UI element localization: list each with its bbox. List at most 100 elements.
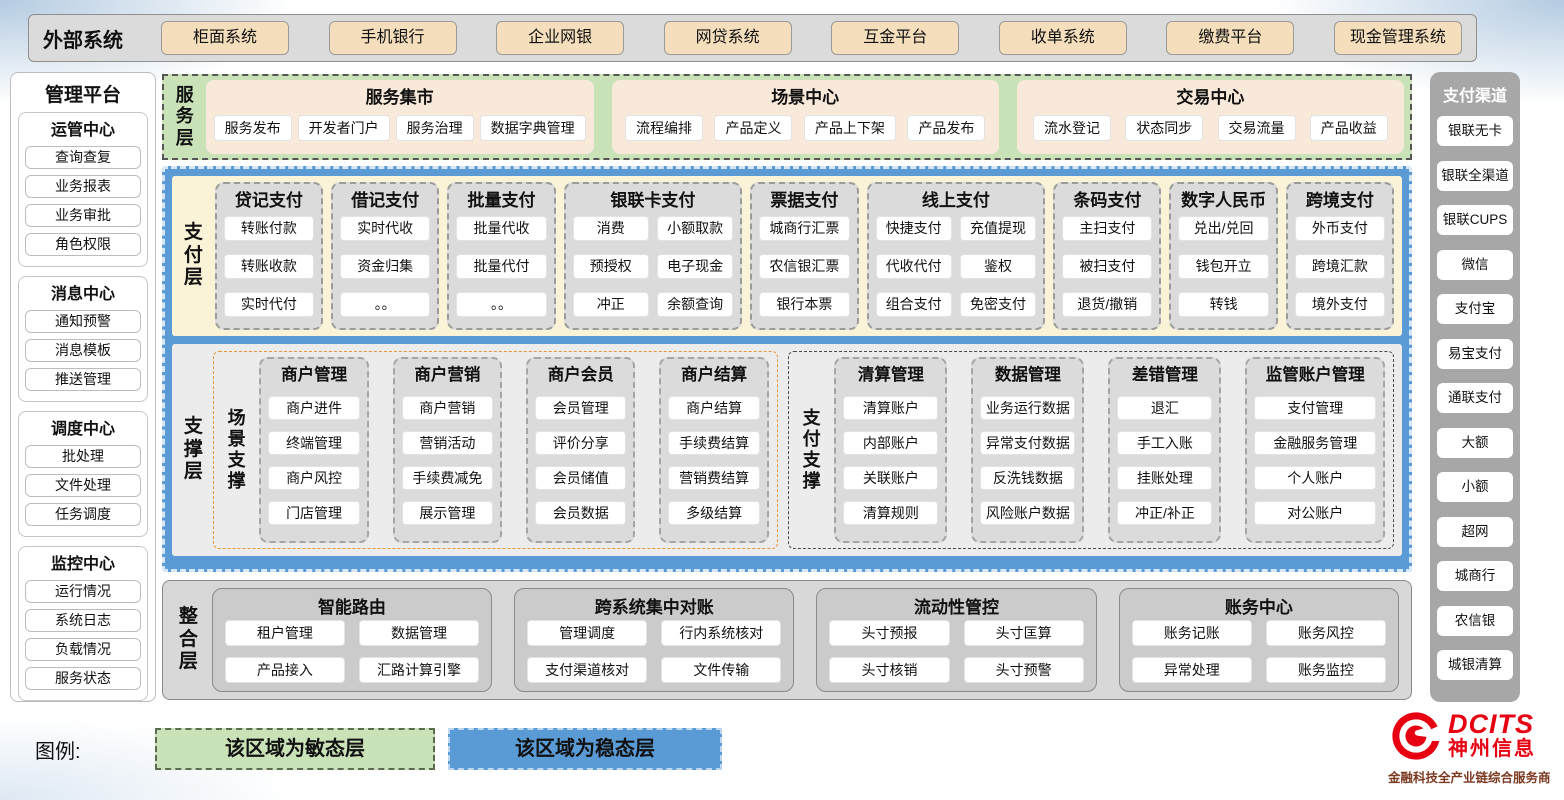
mp-item-node: 通知预警 — [25, 310, 141, 333]
dcits-company-name: 神州信息 — [1448, 738, 1536, 760]
payment-group: 借记支付实时代收资金归集。。 — [331, 182, 440, 330]
payment-group-items: 消费小额取款预授权电子现金冲正余额查询 — [572, 211, 734, 322]
support-layer-label: 支撑层 — [183, 416, 203, 483]
support-item-node: 多级结算 — [668, 501, 760, 525]
support-item-node: 门店管理 — [268, 501, 360, 525]
integration-item-node: 异常处理 — [1131, 656, 1252, 683]
integration-group-items: 管理调度行内系统核对支付渠道核对文件传输 — [527, 620, 782, 683]
support-group: 监管账户管理支付管理金融服务管理个人账户对公账户 — [1245, 357, 1385, 543]
integration-item-node: 头寸核销 — [829, 656, 950, 683]
mp-item-node: 角色权限 — [25, 233, 141, 256]
payment-layer: 支付层 贷记支付转账付款转账收款实时代付借记支付实时代收资金归集。。批量支付批量… — [172, 176, 1402, 336]
integration-group: 账务中心账务记账账务风控异常处理账务监控 — [1118, 588, 1399, 692]
payment-channel-node: 通联支付 — [1437, 383, 1513, 413]
mp-group-title: 调度中心 — [50, 421, 115, 438]
support-group: 数据管理业务运行数据异常支付数据反洗钱数据风险账户数据 — [971, 357, 1085, 543]
payment-item-node: 跨境汇款 — [1294, 254, 1385, 279]
support-item-node: 挂账处理 — [1117, 466, 1213, 490]
payment-channel-node: 银联全渠道 — [1437, 160, 1513, 191]
service-item-node: 服务发布 — [213, 115, 292, 141]
payment-item-node: 批量代付 — [456, 254, 547, 279]
support-item-node: 终端管理 — [268, 431, 360, 455]
integration-group-items: 头寸预报头寸匡算头寸核销头寸预警 — [829, 620, 1084, 683]
payment-item-node: 转钱 — [1178, 292, 1269, 317]
management-platform-groups: 运管中心查询查复业务报表业务审批角色权限消息中心通知预警消息模板推送管理调度中心… — [18, 112, 148, 701]
payment-group: 贷记支付转账付款转账收款实时代付 — [214, 182, 324, 330]
mp-item-node: 负载情况 — [25, 638, 141, 661]
integration-group-items: 账务记账账务风控异常处理账务监控 — [1131, 620, 1386, 683]
payment-item-node: 消费 — [572, 216, 649, 241]
integration-group-title: 智能路由 — [317, 598, 386, 617]
service-group: 场景中心流程编排产品定义产品上下架产品发布 — [611, 80, 999, 154]
payment-group: 线上支付快捷支付充值提现代收代付鉴权组合支付免密支付 — [866, 182, 1046, 330]
external-system-node: 网贷系统 — [663, 21, 792, 55]
payment-channel-node: 大额 — [1437, 427, 1513, 458]
support-section-dark: 支付支撑清算管理清算账户内部账户关联账户清算规则数据管理业务运行数据异常支付数据… — [787, 351, 1394, 549]
support-item-node: 商户风控 — [268, 466, 360, 490]
service-item-node: 服务治理 — [395, 115, 474, 141]
mp-item-node: 批处理 — [25, 445, 141, 468]
service-item-node: 产品上下架 — [803, 115, 896, 141]
integration-group: 智能路由租户管理数据管理产品接入汇路计算引擎 — [211, 588, 493, 692]
payment-group: 批量支付批量代收批量代付。。 — [447, 182, 556, 330]
service-group: 交易中心流水登记状态同步交易流量产品收益 — [1016, 80, 1404, 154]
support-item-node: 手续费减免 — [401, 466, 494, 490]
support-group-items: 商户结算手续费结算营销费结算多级结算 — [668, 385, 760, 536]
service-group-items: 服务发布开发者门户服务治理数据字典管理 — [213, 108, 586, 148]
payment-item-node: 资金归集 — [340, 254, 431, 279]
payment-group: 银联卡支付消费小额取款预授权电子现金冲正余额查询 — [563, 182, 743, 330]
support-section-orange: 场景支撑商户管理商户进件终端管理商户风控门店管理商户营销商户营销营销活动手续费减… — [212, 351, 778, 549]
payment-item-node: 充值提现 — [959, 216, 1037, 241]
integration-layer-label: 整合层 — [178, 606, 198, 673]
mp-group: 监控中心运行情况系统日志负载情况服务状态 — [18, 546, 148, 701]
payment-item-node: 实时代收 — [340, 216, 431, 241]
support-item-node: 风险账户数据 — [980, 501, 1076, 525]
payment-channel-node: 城银清算 — [1437, 650, 1513, 680]
mp-item-node: 文件处理 — [25, 474, 141, 497]
service-item-node: 状态同步 — [1125, 115, 1204, 141]
external-system-node: 柜面系统 — [161, 21, 289, 55]
management-platform-panel: 管理平台 运管中心查询查复业务报表业务审批角色权限消息中心通知预警消息模板推送管… — [10, 72, 156, 702]
payment-item-node: 电子现金 — [656, 254, 734, 279]
service-item-node: 产品定义 — [714, 115, 793, 141]
mp-item-node: 系统日志 — [25, 609, 141, 632]
integration-item-node: 账务风控 — [1265, 620, 1386, 647]
support-item-node: 反洗钱数据 — [980, 466, 1076, 490]
dcits-logo: DCITS 神州信息 金融科技全产业链综合服务商 — [1388, 708, 1560, 786]
payment-item-node: 组合支付 — [875, 292, 952, 317]
payment-group: 数字人民币兑出/兑回钱包开立转钱 — [1169, 182, 1278, 330]
support-item-node: 个人账户 — [1254, 466, 1376, 490]
mp-item-node: 业务报表 — [25, 175, 141, 198]
payment-group-title: 数字人民币 — [1181, 191, 1267, 210]
payment-channel-node: 支付宝 — [1437, 294, 1513, 324]
support-group-title: 商户营销 — [414, 366, 481, 384]
service-item-node: 产品收益 — [1309, 115, 1388, 141]
support-group-items: 商户进件终端管理商户风控门店管理 — [268, 385, 360, 536]
support-item-node: 会员储值 — [535, 466, 627, 490]
support-item-node: 清算账户 — [843, 396, 939, 420]
service-item-node: 流水登记 — [1033, 115, 1112, 141]
external-system-node: 缴费平台 — [1166, 21, 1295, 55]
legend: 图例: 该区域为敏态层 该区域为稳态层 — [35, 728, 722, 770]
payment-group-items: 城商行汇票农信银汇票银行本票 — [759, 211, 850, 322]
dcits-brand: DCITS — [1448, 709, 1534, 739]
payment-group-items: 外币支付跨境汇款境外支付 — [1294, 211, 1385, 322]
payment-channel-node: 小额 — [1437, 472, 1513, 502]
payment-item-node: 。。 — [340, 292, 431, 317]
integration-item-node: 行内系统核对 — [661, 620, 782, 647]
mp-item-node: 服务状态 — [25, 667, 141, 690]
support-group-title: 监管账户管理 — [1265, 366, 1365, 384]
payment-group-items: 兑出/兑回钱包开立转钱 — [1178, 211, 1269, 322]
payment-channel-node: 超网 — [1437, 516, 1513, 547]
payment-group-title: 贷记支付 — [234, 191, 303, 210]
legend-label: 图例: — [35, 740, 81, 763]
external-systems-bar: 外部系统 柜面系统手机银行企业网银网贷系统互金平台收单系统缴费平台现金管理系统 — [28, 14, 1477, 62]
support-item-node: 退汇 — [1117, 396, 1213, 420]
support-group: 商户会员会员管理评价分享会员储值会员数据 — [526, 357, 636, 543]
payment-item-node: 兑出/兑回 — [1178, 216, 1269, 241]
payment-group-title: 银联卡支付 — [610, 191, 696, 210]
integration-item-node: 租户管理 — [224, 620, 345, 647]
support-item-node: 评价分享 — [535, 431, 627, 455]
